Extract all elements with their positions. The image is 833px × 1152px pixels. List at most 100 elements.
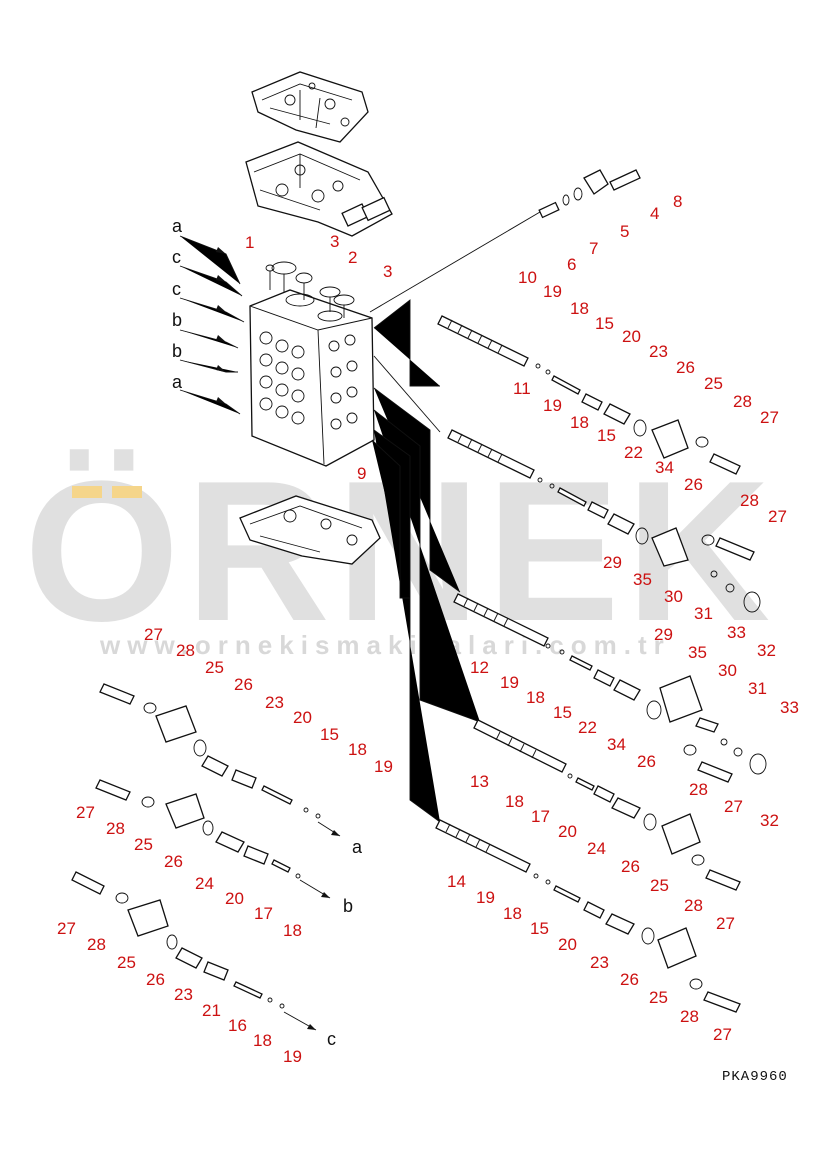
callout-number: 33	[727, 623, 746, 642]
callout-number: 18	[526, 688, 545, 707]
callout-number: 28	[106, 819, 125, 838]
callout-number: 18	[283, 921, 302, 940]
callout-number: 1	[245, 233, 254, 252]
callout-number: 25	[650, 876, 669, 895]
callout-number: 26	[234, 675, 253, 694]
callout-number: 19	[374, 757, 393, 776]
callout-number: 15	[320, 725, 339, 744]
callout-number: 27	[716, 914, 735, 933]
watermark-url: www.ornekismakinalari.com.tr	[99, 630, 671, 660]
spool-14	[435, 819, 531, 873]
callout-number: 17	[531, 807, 550, 826]
callout-number: 25	[704, 374, 723, 393]
callout-number: 31	[694, 604, 713, 623]
port-label: b	[172, 341, 182, 361]
callout-number: 3	[383, 262, 392, 281]
callout-number: 20	[558, 822, 577, 841]
callout-number: 19	[500, 673, 519, 692]
spool-10	[437, 315, 529, 367]
callout-number: 27	[76, 803, 95, 822]
callout-number: 18	[505, 792, 524, 811]
callout-number: 8	[673, 192, 682, 211]
callout-number: 21	[202, 1001, 221, 1020]
callout-number: 6	[567, 255, 576, 274]
callout-number: 26	[620, 970, 639, 989]
callout-number: 13	[470, 772, 489, 791]
callout-number: 25	[134, 835, 153, 854]
main-valve-body-part	[249, 261, 375, 467]
callout-number: 26	[676, 358, 695, 377]
callout-number: 27	[760, 408, 779, 427]
port-label: a	[172, 216, 183, 236]
callout-number: 29	[603, 553, 622, 572]
callout-number: 5	[620, 222, 629, 241]
callout-number: 15	[597, 426, 616, 445]
callout-number: 2	[348, 248, 357, 267]
callout-number: 30	[718, 661, 737, 680]
callout-number: 18	[570, 299, 589, 318]
callout-number: 3	[330, 232, 339, 251]
callout-number: 28	[740, 491, 759, 510]
callout-number: 26	[164, 852, 183, 871]
callout-number: 26	[684, 475, 703, 494]
relief-valve-block-part	[245, 141, 393, 237]
callout-number: 33	[780, 698, 799, 717]
port-label: c	[327, 1029, 336, 1049]
callout-number: 32	[757, 641, 776, 660]
callout-number: 22	[578, 718, 597, 737]
callout-number: 20	[293, 708, 312, 727]
callout-number: 35	[633, 570, 652, 589]
callout-number: 19	[283, 1047, 302, 1066]
callout-number: 28	[733, 392, 752, 411]
callout-number: 19	[543, 396, 562, 415]
callout-number: 29	[654, 625, 673, 644]
callout-number: 27	[768, 507, 787, 526]
port-label: c	[172, 279, 181, 299]
callout-number: 34	[607, 735, 626, 754]
watermark-dot-left	[72, 486, 102, 498]
callout-number: 23	[590, 953, 609, 972]
callout-number: 15	[553, 703, 572, 722]
port-label: b	[343, 896, 353, 916]
top-cover-part	[251, 71, 369, 143]
callout-number: 25	[117, 953, 136, 972]
callout-number: 19	[543, 282, 562, 301]
callout-number: 11	[513, 379, 531, 398]
callout-number: 24	[587, 839, 606, 858]
callout-number: 20	[225, 889, 244, 908]
callout-layer: 1233456789101918152023262528271119181522…	[57, 192, 799, 1066]
figure-code: PKA9960	[722, 1069, 788, 1085]
callout-number: 22	[624, 443, 643, 462]
callout-number: 15	[530, 919, 549, 938]
callout-number: 24	[195, 874, 214, 893]
callout-number: 30	[664, 587, 683, 606]
port-label: c	[172, 247, 181, 267]
callout-number: 27	[713, 1025, 732, 1044]
bottom-block-part	[239, 495, 381, 565]
spool-12	[453, 593, 549, 647]
port-label: a	[352, 837, 363, 857]
port-label: a	[172, 372, 183, 392]
callout-number: 4	[650, 204, 659, 223]
callout-number: 27	[57, 919, 76, 938]
callout-number: 19	[476, 888, 495, 907]
port-arrows	[179, 235, 245, 415]
callout-number: 20	[622, 327, 641, 346]
callout-number: 25	[649, 988, 668, 1007]
callout-number: 28	[176, 641, 195, 660]
port-label: b	[172, 310, 182, 330]
callout-number: 23	[265, 693, 284, 712]
callout-number: 28	[87, 935, 106, 954]
callout-number: 27	[144, 625, 163, 644]
callout-number: 18	[503, 904, 522, 923]
callout-number: 15	[595, 314, 614, 333]
callout-number: 23	[174, 985, 193, 1004]
callout-number: 20	[558, 935, 577, 954]
callout-number: 25	[205, 658, 224, 677]
callout-number: 28	[689, 780, 708, 799]
callout-number: 27	[724, 797, 743, 816]
callout-number: 28	[680, 1007, 699, 1026]
callout-number: 34	[655, 458, 674, 477]
